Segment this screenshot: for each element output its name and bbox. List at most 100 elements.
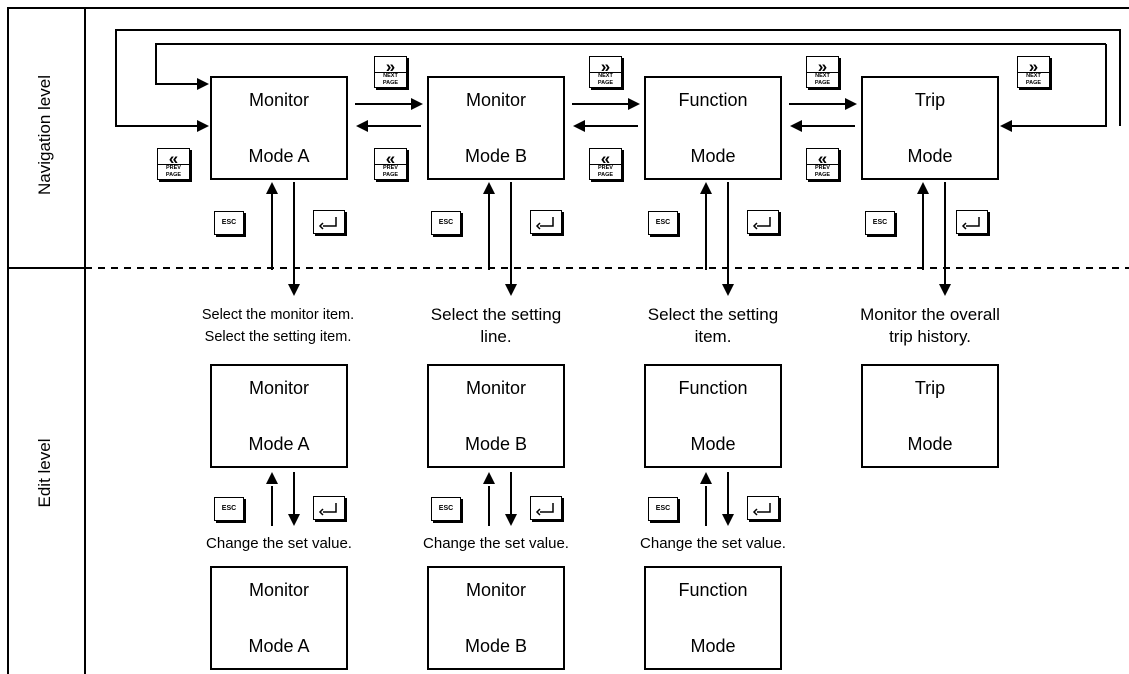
arrowhead — [483, 182, 495, 194]
caption-trip-history: Monitor the overall trip history. — [820, 304, 1040, 348]
arrowhead — [505, 514, 517, 526]
enter-key[interactable] — [313, 210, 345, 234]
arrowhead — [288, 514, 300, 526]
enter-icon — [752, 503, 771, 516]
caption-line: item. — [694, 327, 732, 346]
outer-frame — [7, 7, 1129, 674]
nav-box-trip-mode[interactable]: Trip Mode — [861, 76, 999, 180]
box-title: Function — [678, 90, 748, 110]
caption-change-value: Change the set value. — [423, 535, 569, 552]
value-box-monitor-mode-b[interactable]: Monitor Mode B — [427, 566, 565, 670]
edit-box-monitor-mode-b[interactable]: Monitor Mode B — [427, 364, 565, 468]
next-page-key[interactable]: » NEXT PAGE — [1017, 56, 1050, 88]
box-title: Monitor — [248, 378, 310, 398]
next-page-icon: » — [817, 57, 828, 76]
prev-page-key[interactable]: « PREV PAGE — [806, 148, 839, 180]
loop-line-outer — [115, 29, 1121, 127]
arrowhead — [197, 120, 209, 132]
box-subtitle: Mode — [907, 434, 953, 454]
box-title: Monitor — [248, 90, 310, 110]
caption-change-value: Change the set value. — [206, 535, 352, 552]
prev-page-icon: « — [600, 149, 611, 168]
enter-key[interactable] — [747, 496, 779, 520]
nav-box-function-mode[interactable]: Function Mode — [644, 76, 782, 180]
arrowhead — [197, 78, 209, 90]
caption-line: Select the setting — [430, 305, 562, 324]
box-title: Function — [678, 378, 748, 398]
enter-key[interactable] — [530, 210, 562, 234]
next-page-icon: » — [1028, 57, 1039, 76]
enter-key[interactable] — [747, 210, 779, 234]
box-subtitle: Mode B — [464, 146, 528, 166]
enter-key[interactable] — [956, 210, 988, 234]
esc-key[interactable]: ESC — [214, 211, 244, 235]
box-subtitle: Mode — [690, 146, 736, 166]
nav-box-monitor-mode-a[interactable]: Monitor Mode A — [210, 76, 348, 180]
next-page-label: NEXT PAGE — [1018, 72, 1049, 87]
arrowhead — [939, 284, 951, 296]
arrowhead — [722, 284, 734, 296]
prev-page-key[interactable]: « PREV PAGE — [589, 148, 622, 180]
enter-icon — [752, 217, 771, 230]
box-subtitle: Mode B — [464, 636, 528, 656]
next-page-label: NEXT PAGE — [807, 72, 838, 87]
prev-page-icon: « — [168, 149, 179, 168]
value-box-function-mode[interactable]: Function Mode — [644, 566, 782, 670]
esc-key[interactable]: ESC — [648, 497, 678, 521]
caption-line: Select the setting item. — [204, 329, 352, 345]
value-box-monitor-mode-a[interactable]: Monitor Mode A — [210, 566, 348, 670]
prev-page-key[interactable]: « PREV PAGE — [157, 148, 190, 180]
arrowhead — [790, 120, 802, 132]
esc-key[interactable]: ESC — [431, 497, 461, 521]
arrowhead — [917, 182, 929, 194]
caption-line: Select the setting — [647, 305, 779, 324]
arrowhead — [628, 98, 640, 110]
nav-box-monitor-mode-b[interactable]: Monitor Mode B — [427, 76, 565, 180]
box-title: Monitor — [465, 580, 527, 600]
edit-box-function-mode[interactable]: Function Mode — [644, 364, 782, 468]
arrowhead — [700, 182, 712, 194]
loop-line-inner — [155, 43, 1106, 85]
enter-key[interactable] — [313, 496, 345, 520]
box-subtitle: Mode — [690, 434, 736, 454]
next-page-icon: » — [600, 57, 611, 76]
box-title: Monitor — [248, 580, 310, 600]
prev-page-icon: « — [385, 149, 396, 168]
edit-box-trip-mode[interactable]: Trip Mode — [861, 364, 999, 468]
next-page-key[interactable]: » NEXT PAGE — [589, 56, 622, 88]
prev-page-key[interactable]: « PREV PAGE — [374, 148, 407, 180]
esc-key[interactable]: ESC — [648, 211, 678, 235]
box-title: Monitor — [465, 378, 527, 398]
next-page-label: NEXT PAGE — [375, 72, 406, 87]
caption-line: line. — [480, 327, 512, 346]
box-title: Trip — [914, 90, 946, 110]
arrowhead — [700, 472, 712, 484]
prev-page-label: PREV PAGE — [590, 164, 621, 179]
loop-line-inner — [1012, 44, 1107, 127]
caption-change-value: Change the set value. — [640, 535, 786, 552]
next-page-key[interactable]: » NEXT PAGE — [374, 56, 407, 88]
box-subtitle: Mode A — [248, 146, 310, 166]
esc-key[interactable]: ESC — [431, 211, 461, 235]
prev-page-icon: « — [817, 149, 828, 168]
prev-page-label: PREV PAGE — [158, 164, 189, 179]
arrowhead — [483, 472, 495, 484]
caption-select-setting-line: Select the setting line. — [396, 304, 596, 348]
esc-key[interactable]: ESC — [865, 211, 895, 235]
box-subtitle: Mode A — [248, 636, 310, 656]
esc-key[interactable]: ESC — [214, 497, 244, 521]
arrowhead — [288, 284, 300, 296]
arrowhead — [845, 98, 857, 110]
box-subtitle: Mode B — [464, 434, 528, 454]
arrowhead — [505, 284, 517, 296]
arrowhead — [356, 120, 368, 132]
arrowhead — [266, 182, 278, 194]
box-subtitle: Mode A — [248, 434, 310, 454]
enter-icon — [318, 217, 337, 230]
enter-key[interactable] — [530, 496, 562, 520]
box-subtitle: Mode — [690, 636, 736, 656]
edit-box-monitor-mode-a[interactable]: Monitor Mode A — [210, 364, 348, 468]
arrowhead — [722, 514, 734, 526]
next-page-key[interactable]: » NEXT PAGE — [806, 56, 839, 88]
